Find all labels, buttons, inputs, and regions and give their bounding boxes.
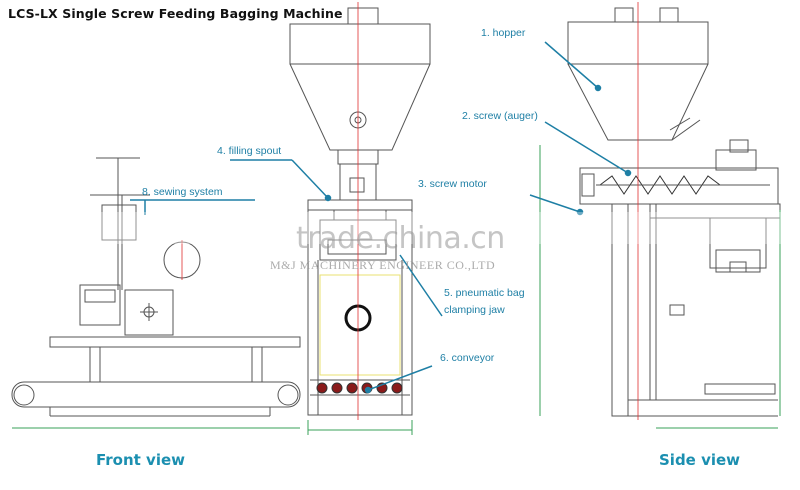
callout-clamping-jaw-line1: 5. pneumatic bag bbox=[444, 287, 525, 299]
callout-leaders bbox=[130, 41, 632, 394]
side-view-drawing bbox=[539, 7, 781, 429]
watermark-band bbox=[90, 212, 790, 244]
front-view-label: Front view bbox=[96, 451, 186, 469]
centerlines bbox=[181, 2, 639, 420]
watermark-company: M&J MACHINERY ENGINEER CO.,LTD bbox=[270, 258, 496, 272]
callout-screw: 2. screw (auger) bbox=[462, 110, 538, 122]
callout-clamping-jaw-line2: clamping jaw bbox=[444, 304, 505, 316]
side-view-label: Side view bbox=[659, 451, 741, 469]
callout-filling-spout: 4. filling spout bbox=[217, 145, 282, 157]
watermark-brand: trade.china.cn bbox=[296, 221, 505, 256]
diagram-title: LCS-LX Single Screw Feeding Bagging Mach… bbox=[8, 6, 343, 21]
callout-screw-motor: 3. screw motor bbox=[418, 178, 487, 190]
callout-sewing-system: 8. sewing system bbox=[142, 186, 223, 198]
callout-conveyor: 6. conveyor bbox=[440, 352, 495, 364]
callout-hopper: 1. hopper bbox=[481, 27, 526, 39]
